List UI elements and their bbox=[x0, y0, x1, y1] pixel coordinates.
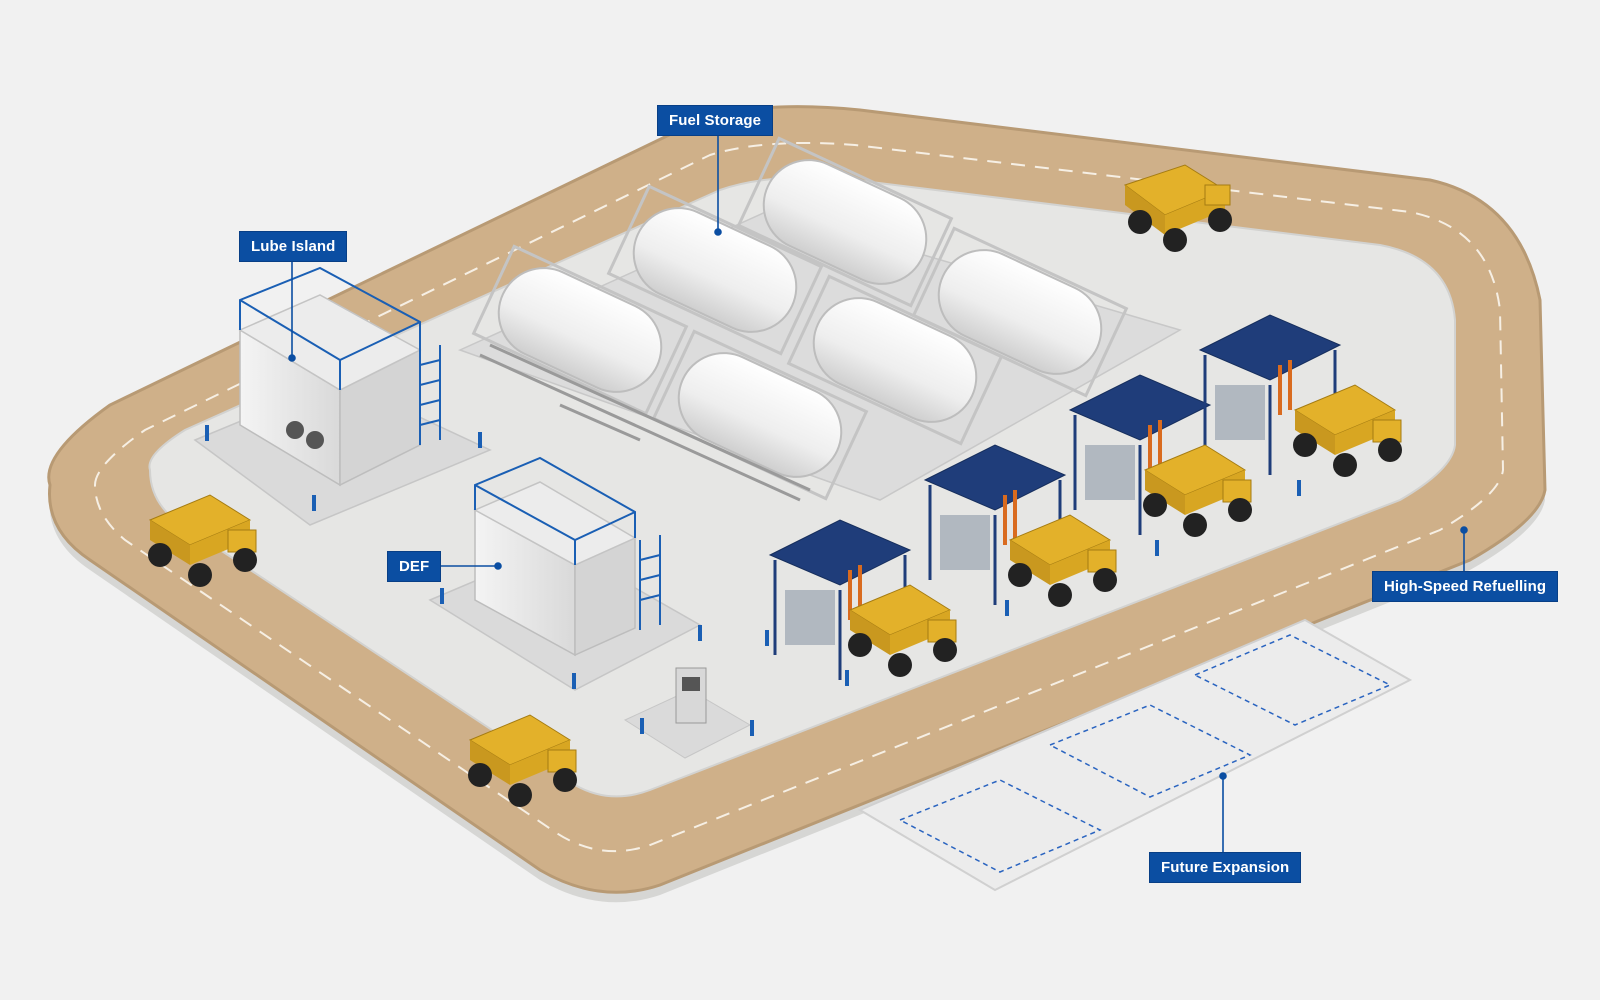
leader-dot bbox=[288, 354, 296, 362]
bollard bbox=[572, 673, 576, 689]
refuelling-bays bbox=[768, 314, 1342, 680]
bollard bbox=[1297, 480, 1301, 496]
def-container bbox=[428, 456, 702, 691]
lube-island-label: Lube Island bbox=[239, 231, 348, 262]
lube-railing bbox=[239, 266, 421, 390]
future-expansion-slab bbox=[857, 618, 1413, 892]
refuelling-bay bbox=[1198, 314, 1342, 475]
expansion-plot bbox=[898, 779, 1102, 873]
def-railing bbox=[474, 456, 636, 565]
pipe-rack bbox=[479, 343, 811, 502]
high-speed-refuelling-label: High-Speed Refuelling bbox=[1372, 571, 1559, 602]
tank bbox=[471, 244, 689, 416]
future-expansion-label: Future Expansion bbox=[1149, 852, 1302, 883]
bollard bbox=[440, 588, 444, 604]
expansion-plot bbox=[1048, 704, 1252, 798]
lube-island bbox=[193, 266, 492, 526]
lube-ladder bbox=[419, 345, 441, 445]
haul-trucks bbox=[148, 164, 1402, 807]
bollard bbox=[750, 720, 754, 736]
leader-dot bbox=[714, 228, 722, 236]
bollard bbox=[845, 670, 849, 686]
leader-dot bbox=[1219, 772, 1227, 780]
refuelling-bay bbox=[923, 444, 1067, 605]
tank bbox=[911, 226, 1129, 398]
bollards bbox=[205, 425, 1301, 736]
leader-dot bbox=[1460, 526, 1468, 534]
bollard bbox=[478, 432, 482, 448]
bollard bbox=[1155, 540, 1159, 556]
kiosk-screen bbox=[682, 677, 700, 691]
dispenser-kiosk bbox=[623, 667, 752, 759]
haul-truck bbox=[148, 494, 257, 587]
bollard bbox=[1005, 600, 1009, 616]
bollard bbox=[205, 425, 209, 441]
def-label: DEF bbox=[387, 551, 442, 582]
road-centerline bbox=[93, 141, 1505, 853]
tank bbox=[606, 184, 824, 356]
refuelling-bay bbox=[768, 519, 912, 680]
haul-truck bbox=[468, 714, 577, 807]
haul-truck bbox=[1123, 164, 1232, 252]
bollard bbox=[698, 625, 702, 641]
haul-truck bbox=[848, 584, 957, 677]
fuel-storage-area bbox=[457, 136, 1182, 502]
expansion-plot bbox=[1193, 634, 1392, 726]
bollard bbox=[765, 630, 769, 646]
kiosk-body bbox=[675, 667, 707, 724]
haul-truck bbox=[1008, 514, 1117, 607]
fuel-storage-label: Fuel Storage bbox=[657, 105, 774, 136]
tank bbox=[736, 136, 954, 308]
bollard bbox=[640, 718, 644, 734]
hose-reel bbox=[286, 421, 304, 439]
hose-reel bbox=[306, 431, 324, 449]
def-ladder bbox=[639, 535, 661, 630]
leader-dot bbox=[494, 562, 502, 570]
haul-truck bbox=[1143, 444, 1252, 537]
haul-truck bbox=[1293, 384, 1402, 477]
bollard bbox=[312, 495, 316, 511]
